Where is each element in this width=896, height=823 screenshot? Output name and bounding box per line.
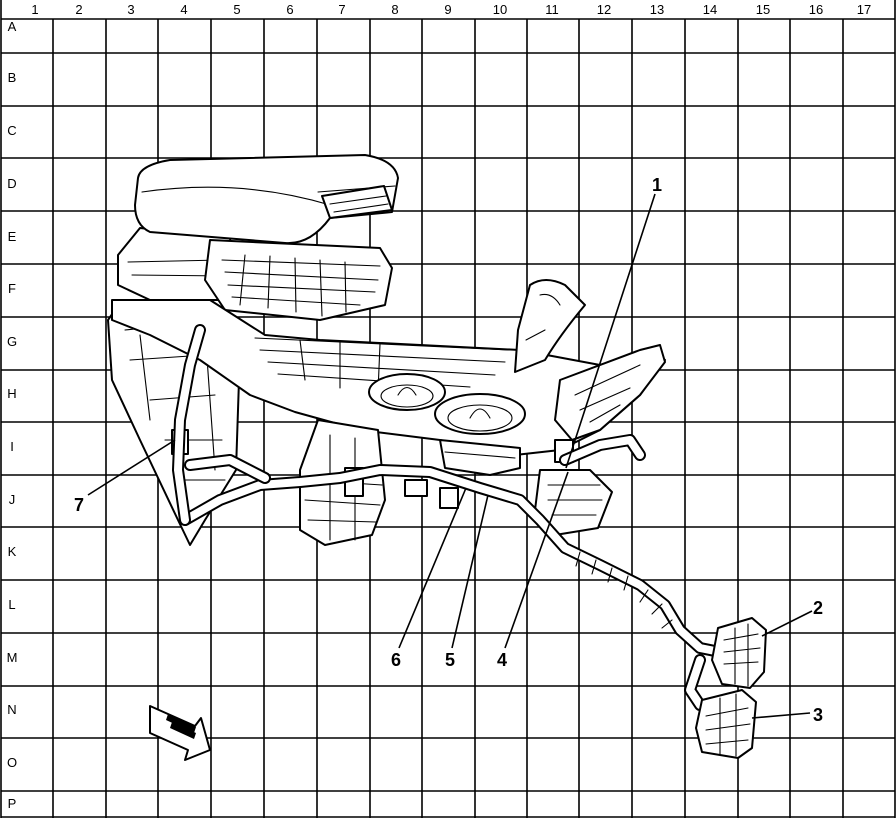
row-label-p: P	[8, 796, 17, 811]
column-label-16: 16	[809, 2, 823, 17]
callout-7: 7	[74, 495, 84, 515]
row-label-i: I	[10, 439, 14, 454]
row-label-k: K	[8, 544, 17, 559]
callouts: 1 2 3 4 5 6 7	[74, 175, 823, 725]
leader-line-7	[87, 439, 176, 496]
leader-line-1	[565, 193, 656, 469]
column-label-11: 11	[545, 2, 559, 17]
callout-3: 3	[813, 705, 823, 725]
column-label-8: 8	[391, 2, 398, 17]
row-label-n: N	[7, 702, 16, 717]
row-label-e: E	[8, 229, 17, 244]
cupholder-front	[434, 393, 526, 435]
leader-line-3	[751, 712, 811, 719]
cupholder-rear	[368, 373, 446, 411]
row-label-m: M	[7, 650, 18, 665]
row-label-a: A	[8, 19, 17, 34]
row-label-f: F	[8, 281, 16, 296]
row-label-b: B	[8, 70, 17, 85]
column-label-6: 6	[286, 2, 293, 17]
armrest-latch	[321, 185, 393, 219]
forward-direction-arrow-icon	[149, 705, 211, 761]
column-label-4: 4	[180, 2, 187, 17]
floor-console-illustration	[107, 154, 767, 759]
column-label-14: 14	[703, 2, 717, 17]
column-labels: 1 2 3 4 5 6 7 8 9 10 11 12 13 14 15 16 1…	[31, 2, 871, 17]
cupholder-housing	[439, 439, 521, 476]
callout-5: 5	[445, 650, 455, 670]
leader-line-5	[451, 494, 489, 649]
leader-line-2	[761, 610, 813, 637]
leader-lines	[87, 193, 813, 719]
harness-connector-b	[404, 479, 428, 497]
column-label-9: 9	[444, 2, 451, 17]
harness-connector-c	[439, 487, 459, 509]
callout-1: 1	[652, 175, 662, 195]
storage-compartment-bin	[204, 239, 393, 321]
leader-line-6	[398, 487, 467, 649]
row-labels: A B C D E F G H I J K L M N O P	[7, 19, 18, 811]
column-label-5: 5	[233, 2, 240, 17]
connector-2-housing	[711, 617, 767, 689]
row-label-j: J	[9, 492, 16, 507]
column-label-15: 15	[756, 2, 770, 17]
leader-line-4	[504, 471, 569, 649]
column-label-12: 12	[597, 2, 611, 17]
row-label-l: L	[8, 597, 15, 612]
row-label-d: D	[7, 176, 16, 191]
callout-2: 2	[813, 598, 823, 618]
column-label-1: 1	[31, 2, 38, 17]
row-label-h: H	[7, 386, 16, 401]
row-label-c: C	[7, 123, 16, 138]
row-label-o: O	[7, 755, 17, 770]
column-label-3: 3	[127, 2, 134, 17]
shift-lever-boot	[514, 279, 586, 373]
column-label-2: 2	[75, 2, 82, 17]
column-label-7: 7	[338, 2, 345, 17]
column-label-13: 13	[650, 2, 664, 17]
callout-6: 6	[391, 650, 401, 670]
callout-4: 4	[497, 650, 507, 670]
column-label-17: 17	[857, 2, 871, 17]
row-label-g: G	[7, 334, 17, 349]
column-label-10: 10	[493, 2, 507, 17]
